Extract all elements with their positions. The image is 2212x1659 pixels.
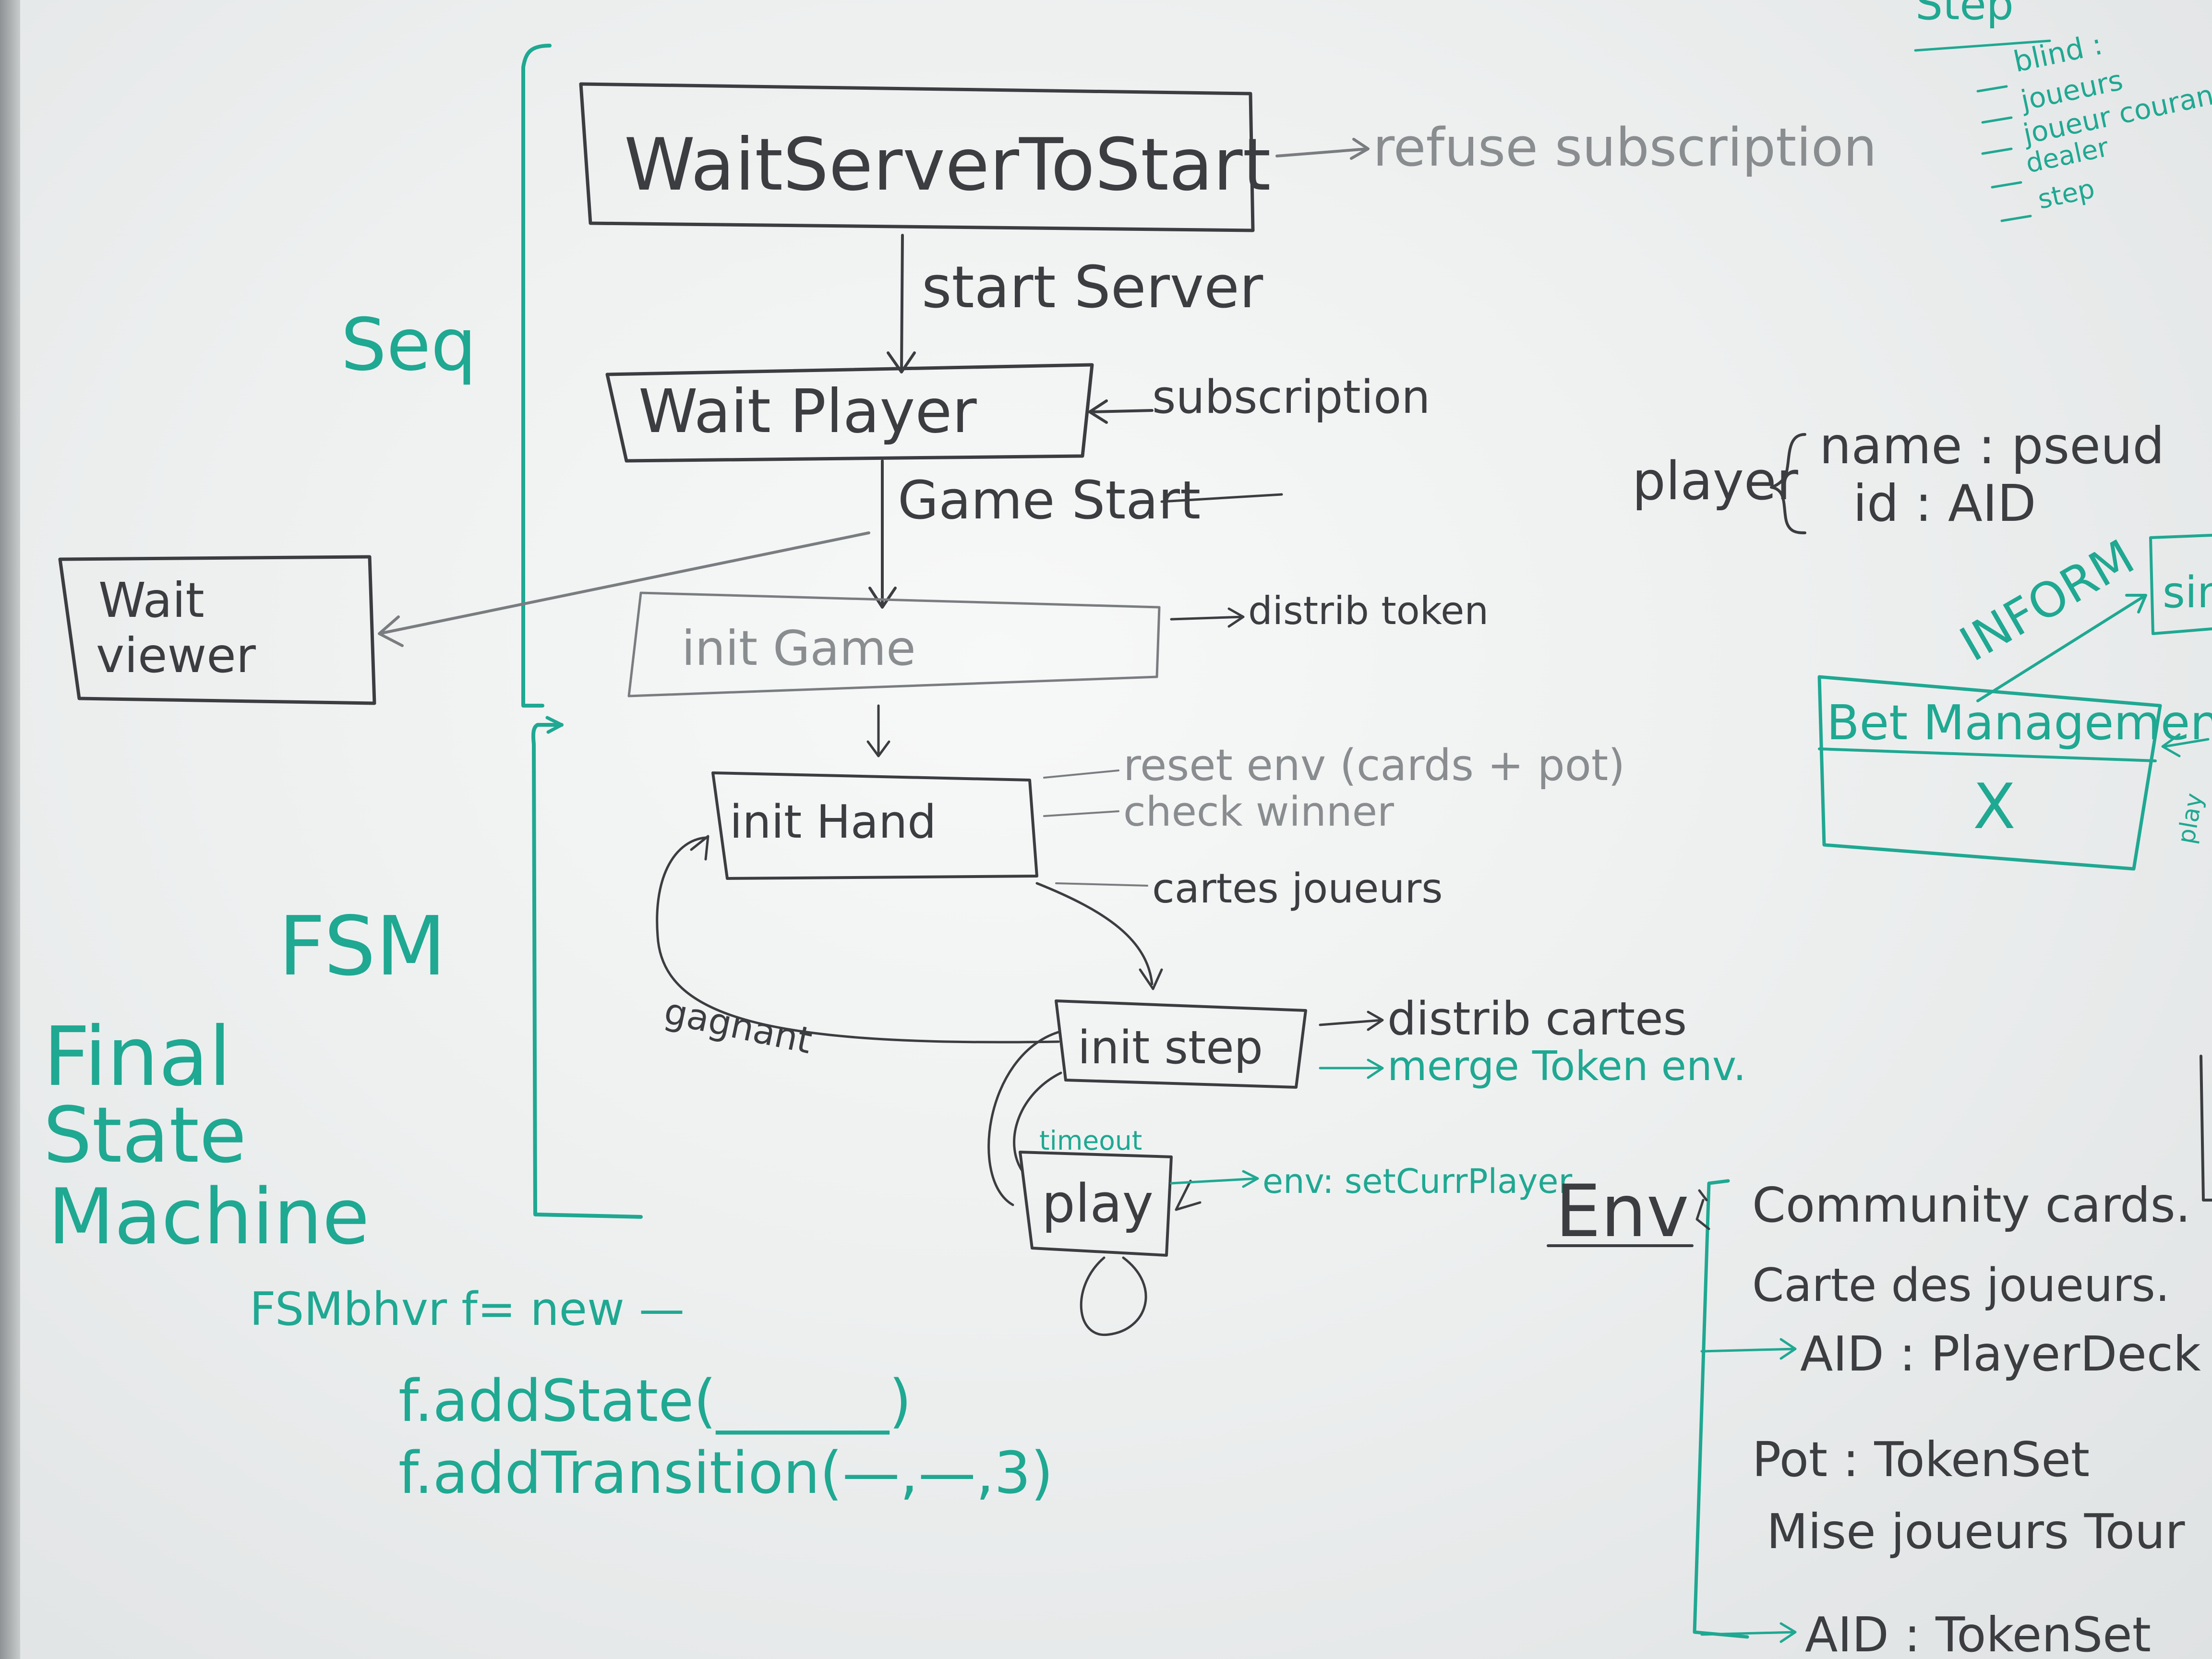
env-item-6: AID : TokenSet [1805, 1607, 2151, 1659]
state-box-init-hand [711, 771, 1038, 880]
fsm-bracket [531, 723, 643, 1219]
arrow-game-start [868, 459, 897, 609]
env-item-4: Pot : TokenSet [1752, 1431, 2090, 1488]
bet-management-title: Bet Management [1827, 695, 2212, 751]
action-cartes-joueurs: cartes joueurs [1152, 865, 1443, 913]
state-wait-server: WaitServerToStart [624, 123, 1271, 207]
bet-management-box [1817, 675, 2162, 871]
inform-arrow [1976, 594, 2147, 702]
arrow-start-server [887, 234, 916, 373]
code-line-1: FSMbhvr f= new — [250, 1283, 685, 1336]
state-wait-player: Wait Player [638, 377, 977, 446]
state-box-init-step [1055, 999, 1307, 1089]
state-init-game: init Game [682, 620, 916, 676]
action-merge-token-env: merge Token env. [1387, 1043, 1746, 1090]
state-box-play [1019, 1151, 1173, 1257]
top-right-item-5: step [2035, 173, 2097, 215]
state-wait-viewer-1: Wait [98, 572, 204, 628]
state-init-hand: init Hand [730, 796, 937, 849]
label-seq: Seq [341, 303, 477, 387]
arrow-gagnant [656, 835, 1060, 1044]
whiteboard-frame [0, 0, 20, 1659]
sim-box [2149, 534, 2212, 635]
env-item-5: Mise joueurs Tour [1767, 1503, 2185, 1560]
action-check-winner: check winner [1123, 788, 1394, 836]
action-subscription: subscription [1152, 371, 1430, 424]
player-word: player [1632, 450, 1799, 512]
state-box-wait-server [579, 82, 1255, 232]
state-init-step: init step [1078, 1022, 1263, 1074]
label-machine: Machine [48, 1172, 370, 1262]
bet-management-x: X [1973, 770, 2016, 843]
transition-start-server: start Server [922, 254, 1263, 321]
action-env-set-curr-player: env: setCurrPlayer [1262, 1162, 1572, 1201]
transition-timeout: timeout [1039, 1125, 1142, 1156]
arrow-to-wait-viewer [378, 531, 870, 647]
action-distrib-token: distrib token [1248, 589, 1489, 633]
transition-game-start: Game Start [898, 469, 1201, 531]
arrow-subscription [1088, 399, 1154, 424]
state-wait-viewer-2: viewer [96, 627, 256, 684]
action-distrib-cartes: distrib cartes [1387, 993, 1687, 1046]
top-right-title: Step [1915, 0, 2014, 30]
env-item-3: AID : PlayerDeck [1800, 1326, 2201, 1382]
player-id: id : AID [1853, 474, 2036, 533]
arrow-refuse [1275, 138, 1370, 160]
action-refuse-subscription: refuse subscription [1373, 117, 1877, 178]
state-play: play [1042, 1173, 1154, 1234]
arrow-distrib-token [1170, 607, 1245, 628]
label-final: Final [43, 1010, 231, 1105]
player-name: name : pseud [1819, 417, 2164, 475]
env-item-2: Carte des joueurs. [1752, 1259, 2170, 1312]
env-bracket [1693, 1179, 1749, 1639]
inform-label: INFORM [1951, 529, 2144, 672]
state-box-init-game [627, 591, 1161, 697]
sim-label: sim [2163, 567, 2212, 618]
label-state: State [43, 1090, 247, 1180]
env-connector [1695, 1189, 1710, 1230]
bet-play-label: play [2172, 791, 2209, 846]
arrow-play-loop [1080, 1256, 1147, 1336]
transition-gagnant: gagnant [661, 990, 816, 1062]
state-box-wait-viewer [58, 555, 376, 705]
env-item-1: Community cards. [1752, 1177, 2191, 1233]
code-line-2: f.addState(______) [398, 1368, 912, 1435]
player-brace [1770, 433, 1806, 534]
code-line-3: f.addTransition(—,—,3) [398, 1440, 1053, 1507]
label-fsm: FSM [278, 899, 446, 994]
env-title: Env [1555, 1170, 1689, 1253]
seq-bracket [521, 44, 552, 708]
action-reset-env: reset env (cards + pot) [1123, 740, 1625, 791]
state-box-wait-player [605, 363, 1094, 463]
